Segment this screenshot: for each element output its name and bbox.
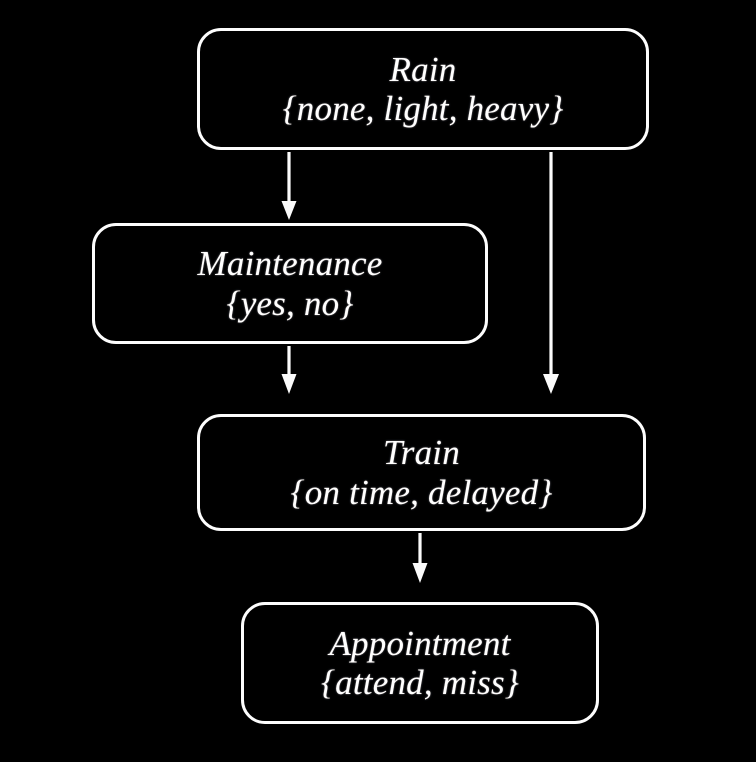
- edge-train-to-appointment: [412, 533, 428, 583]
- node-maintenance-values: {yes, no}: [226, 283, 354, 323]
- node-appointment-values: {attend, miss}: [320, 663, 520, 702]
- node-rain-values: {none, light, heavy}: [282, 89, 564, 128]
- node-rain[interactable]: Rain {none, light, heavy}: [197, 28, 649, 150]
- node-appointment-title: Appointment: [329, 623, 511, 663]
- edge-maintenance-to-train: [281, 346, 297, 394]
- node-train[interactable]: Train {on time, delayed}: [197, 414, 646, 531]
- node-train-title: Train: [383, 433, 460, 473]
- edge-rain-to-maintenance: [281, 152, 297, 220]
- edge-rain-to-train: [543, 152, 559, 394]
- node-train-values: {on time, delayed}: [290, 472, 553, 512]
- node-appointment[interactable]: Appointment {attend, miss}: [241, 602, 599, 724]
- node-maintenance-title: Maintenance: [197, 244, 383, 284]
- node-maintenance[interactable]: Maintenance {yes, no}: [92, 223, 488, 344]
- node-rain-title: Rain: [389, 49, 457, 89]
